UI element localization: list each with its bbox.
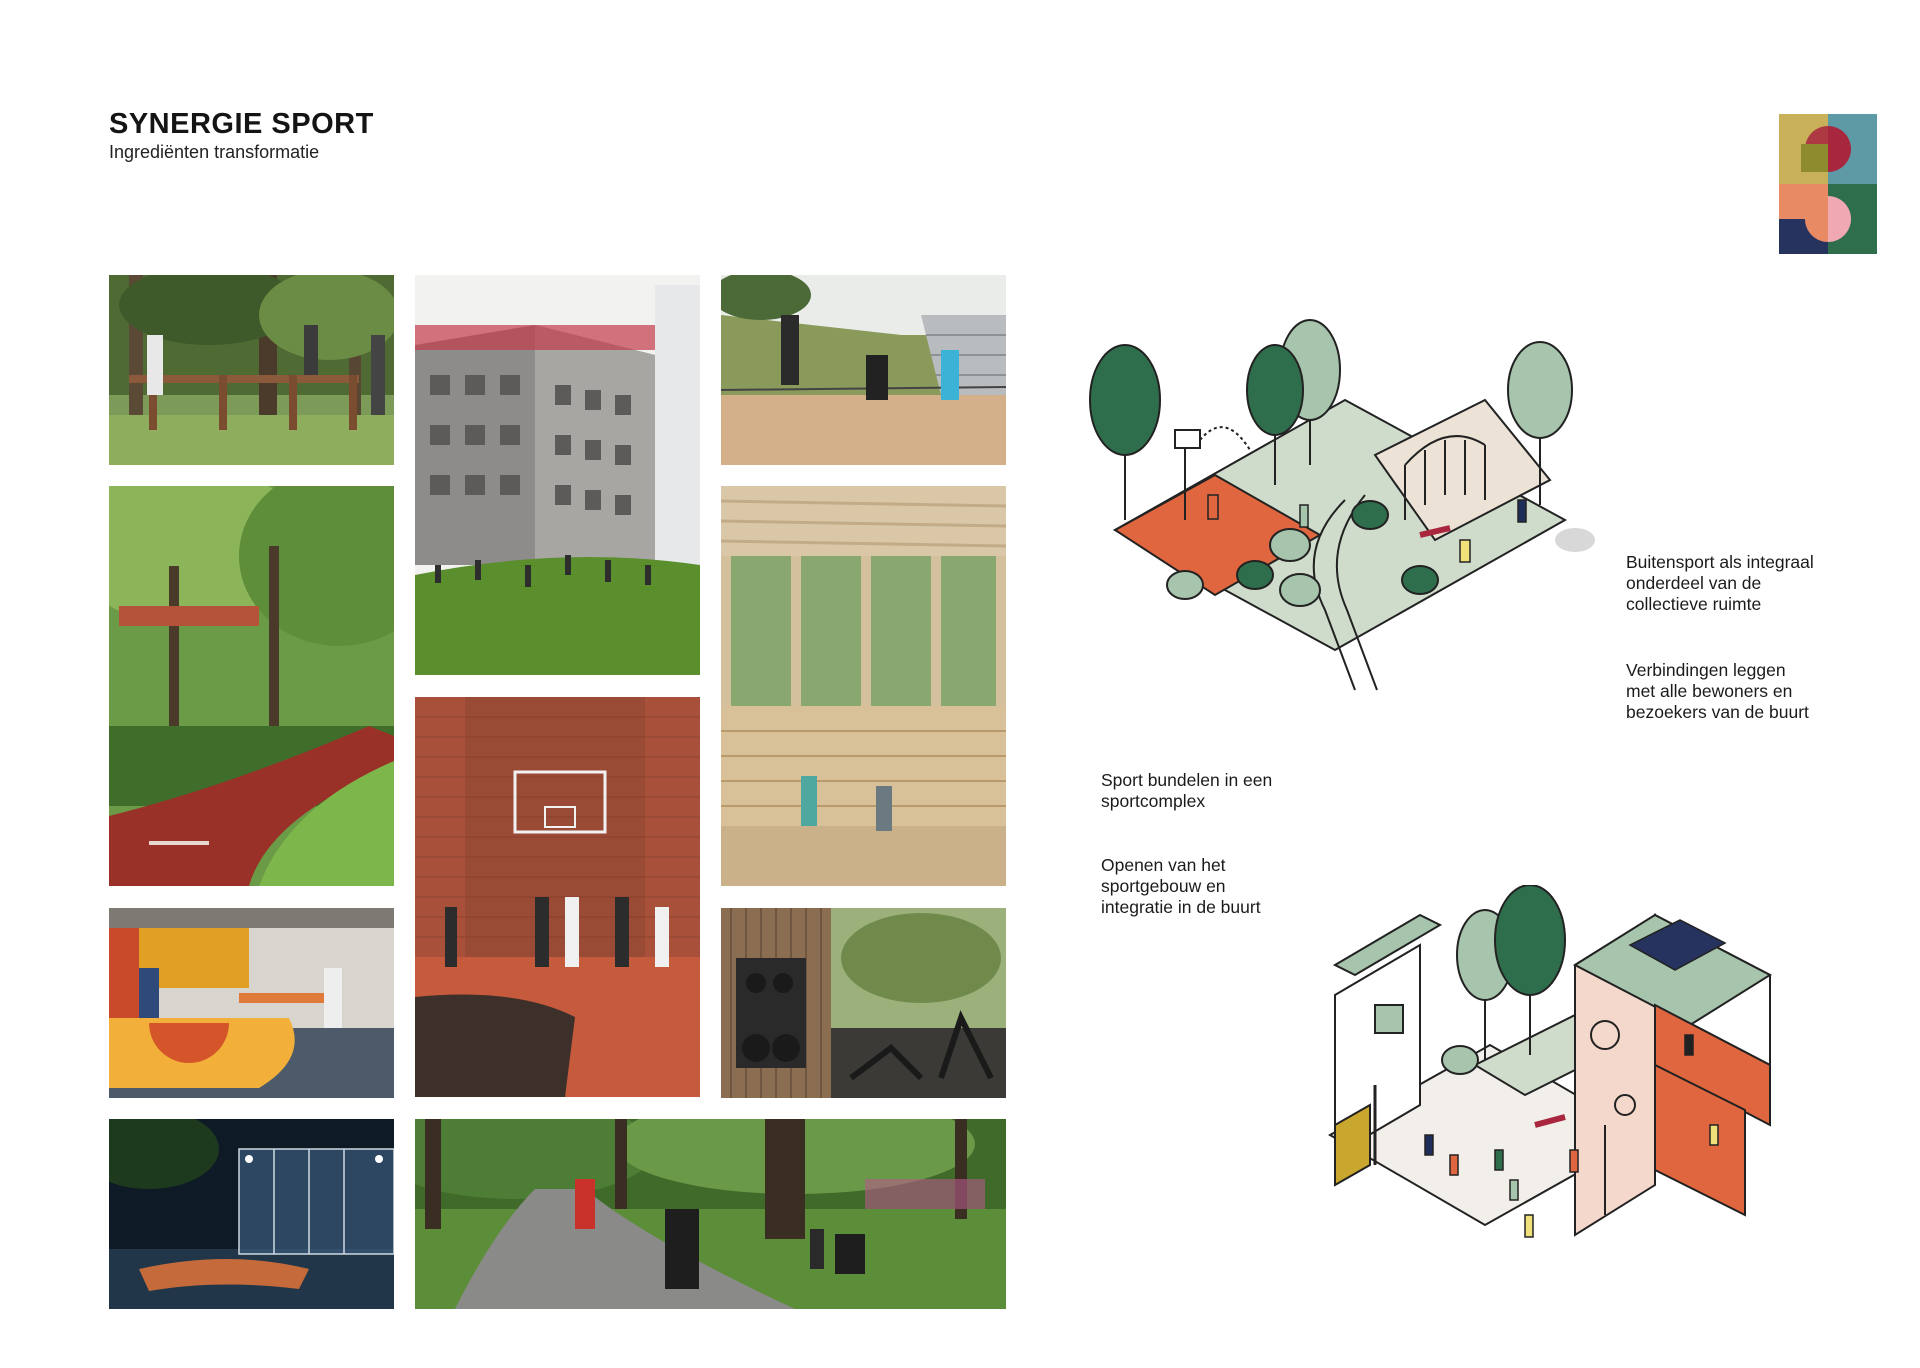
caption-bundle-sport: Sport bundelen in een sportcomplex bbox=[1101, 770, 1273, 811]
brick-basketball-court-photo bbox=[415, 697, 700, 1097]
outdoor-training-stairs-photo bbox=[721, 275, 1006, 465]
caption-connections: Verbindingen leggen met alle bewoners en… bbox=[1626, 660, 1809, 722]
outdoor-fitness-photo bbox=[109, 275, 394, 465]
caption-open-building: Openen van het sportgebouw en integratie… bbox=[1101, 855, 1261, 917]
school-building-lawn-photo bbox=[415, 275, 700, 675]
isometric-sport-building-icon bbox=[1325, 885, 1785, 1285]
indoor-sports-hall-photo bbox=[721, 486, 1006, 886]
isometric-outdoor-sport-park-icon bbox=[1085, 290, 1595, 700]
caption-outdoor-sport: Buitensport als integraal onderdeel van … bbox=[1626, 552, 1814, 614]
page-subtitle: Ingrediënten transformatie bbox=[109, 142, 320, 162]
page-title: SYNERGIE SPORT bbox=[109, 108, 374, 140]
gym-equipment-photo bbox=[721, 908, 1006, 1098]
park-outdoor-exercise-photo bbox=[415, 1119, 1006, 1309]
table-tennis-under-viaduct-photo bbox=[109, 908, 394, 1098]
running-track-park-photo bbox=[109, 486, 394, 886]
night-sports-cage-photo bbox=[109, 1119, 394, 1309]
brand-mark-icon bbox=[1779, 114, 1877, 254]
